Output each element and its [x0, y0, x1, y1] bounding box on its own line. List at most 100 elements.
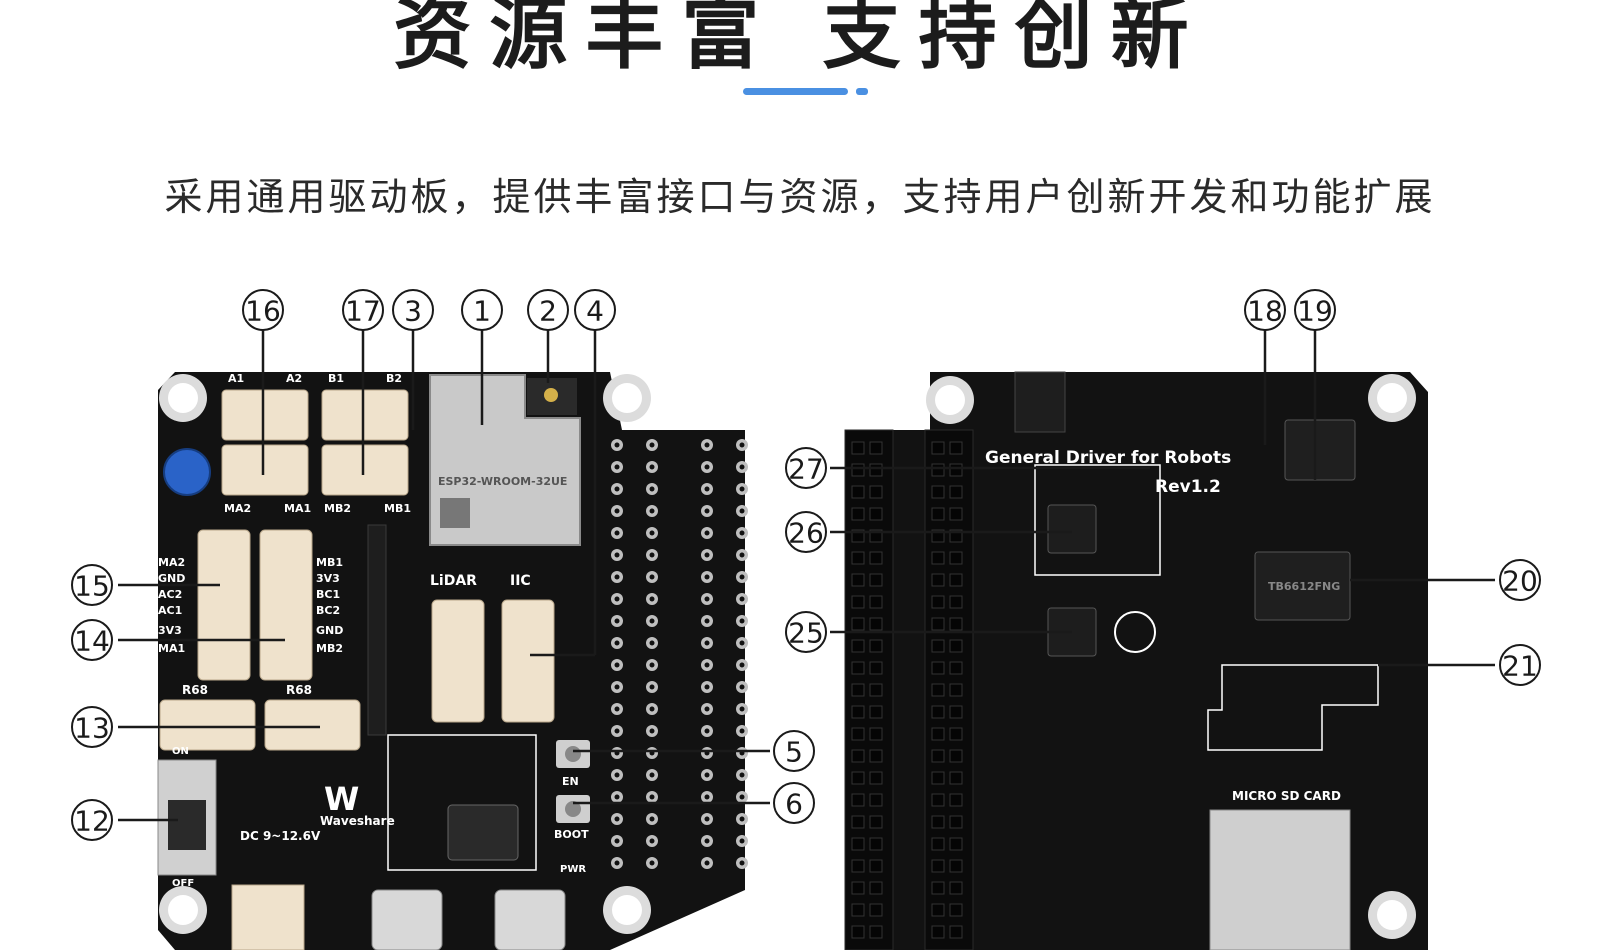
- accent-dot: [856, 88, 868, 95]
- svg-text:2: 2: [539, 295, 557, 328]
- callout-lines: [118, 330, 1495, 822]
- svg-text:BC1: BC1: [316, 588, 340, 601]
- svg-text:3V3: 3V3: [158, 624, 182, 637]
- silk-pwr: PWR: [560, 864, 586, 875]
- svg-text:26: 26: [788, 517, 824, 550]
- silk-b1: B1: [328, 372, 344, 385]
- svg-text:AC2: AC2: [158, 588, 182, 601]
- usb-c-port-2: [494, 889, 566, 950]
- callout-13: 13: [71, 706, 113, 748]
- svg-text:21: 21: [1502, 650, 1538, 683]
- lidar-connector: [431, 599, 485, 723]
- product-photo: A1 A2 B1 B2 MA2 MA1 MB2 MB1 ESP32-WROOM-…: [71, 289, 1541, 950]
- svg-text:6: 6: [785, 788, 803, 821]
- dc-connector: [231, 884, 305, 950]
- svg-text:MA1: MA1: [158, 642, 185, 655]
- svg-text:BC2: BC2: [316, 604, 340, 617]
- silk-iic: IIC: [510, 573, 531, 589]
- svg-text:MB1: MB1: [316, 556, 343, 569]
- silk-dvg-right: R68: [286, 683, 312, 697]
- callout-26: 26: [785, 511, 827, 553]
- callout-16: 16: [242, 289, 284, 331]
- callout-1: 1: [461, 289, 503, 331]
- svg-text:4: 4: [586, 295, 604, 328]
- page-headline: 资源丰富 支持创新: [393, 0, 1207, 80]
- callout-25: 25: [785, 611, 827, 653]
- back-board: General Driver for Robots Rev1.2 TB6612F…: [844, 371, 1428, 950]
- callout-21: 21: [1499, 644, 1541, 686]
- callout-4: 4: [574, 289, 616, 331]
- micro-sd-slot: [1209, 809, 1351, 950]
- svg-text:13: 13: [74, 712, 110, 745]
- callout-19: 19: [1294, 289, 1336, 331]
- imu-chip: [1047, 504, 1097, 554]
- svg-text:AC1: AC1: [158, 604, 182, 617]
- servo-connector-left: [159, 699, 256, 751]
- silk-en: EN: [562, 775, 579, 788]
- silk-a2: A2: [286, 372, 302, 385]
- svg-text:17: 17: [345, 295, 381, 328]
- silk-dc: DC 9~12.6V: [240, 829, 321, 843]
- silk-ma1: MA1: [284, 502, 311, 515]
- svg-text:16: 16: [245, 295, 281, 328]
- svg-text:W: W: [324, 780, 359, 818]
- board-revision: Rev1.2: [1155, 477, 1221, 497]
- silk-mb2: MB2: [324, 502, 351, 515]
- board-title: General Driver for Robots: [985, 448, 1231, 468]
- svg-text:1: 1: [473, 295, 491, 328]
- svg-text:5: 5: [785, 736, 803, 769]
- chip-label: TB6612FNG: [1268, 580, 1340, 593]
- module-label: ESP32-WROOM-32UE: [438, 475, 567, 488]
- silk-lidar: LiDAR: [430, 573, 477, 589]
- silk-on: ON: [172, 746, 189, 757]
- svg-text:25: 25: [788, 617, 824, 650]
- silk-b2: B2: [386, 372, 402, 385]
- silk-mb1: MB1: [384, 502, 411, 515]
- gpio-header: [611, 439, 748, 869]
- svg-text:3: 3: [404, 295, 422, 328]
- usb-c-port-1: [371, 889, 443, 950]
- silk-off: OFF: [172, 878, 194, 889]
- svg-text:12: 12: [74, 805, 110, 838]
- connector-14: [259, 529, 313, 681]
- callout-5: 5: [773, 730, 815, 772]
- front-board: A1 A2 B1 B2 MA2 MA1 MB2 MB1 ESP32-WROOM-…: [157, 372, 748, 950]
- silk-dvg-left: R68: [182, 683, 208, 697]
- iic-connector: [501, 599, 555, 723]
- svg-text:20: 20: [1502, 565, 1538, 598]
- motor-driver-chip: [1254, 551, 1351, 621]
- callouts: 16 17 3 1 2 4 15 14 13 12 5 6 18 19 27 2…: [71, 289, 1541, 841]
- silk-waveshare: Waveshare: [320, 814, 395, 828]
- callout-12: 12: [71, 799, 113, 841]
- silk-boot: BOOT: [554, 828, 589, 841]
- silk-ma2: MA2: [224, 502, 251, 515]
- callout-3: 3: [392, 289, 434, 331]
- svg-text:MB2: MB2: [316, 642, 343, 655]
- svg-text:15: 15: [74, 570, 110, 603]
- esp32-module: ESP32-WROOM-32UE: [429, 374, 581, 546]
- callout-15: 15: [71, 564, 113, 606]
- page-subtitle: 采用通用驱动板，提供丰富接口与资源，支持用户创新开发和功能扩展: [164, 175, 1436, 219]
- svg-text:GND: GND: [316, 624, 343, 637]
- svg-text:GND: GND: [158, 572, 185, 585]
- callout-17: 17: [342, 289, 384, 331]
- sd-label: MICRO SD CARD: [1232, 789, 1341, 803]
- callout-20: 20: [1499, 559, 1541, 601]
- svg-text:18: 18: [1247, 295, 1283, 328]
- right-pin-labels: MB1 3V3 BC1 BC2 GND MB2: [316, 556, 343, 655]
- inductor: [447, 804, 519, 861]
- servo-connector-right: [264, 699, 361, 751]
- callout-6: 6: [773, 782, 815, 824]
- motor-connectors: A1 A2 B1 B2 MA2 MA1 MB2 MB1: [221, 372, 411, 515]
- connector-15: [197, 529, 251, 681]
- svg-text:3V3: 3V3: [316, 572, 340, 585]
- svg-text:MA2: MA2: [158, 556, 185, 569]
- pin-header-strip: [367, 524, 387, 736]
- callout-2: 2: [527, 289, 569, 331]
- svg-text:27: 27: [788, 453, 824, 486]
- callout-14: 14: [71, 619, 113, 661]
- svg-text:14: 14: [74, 625, 110, 658]
- silk-a1: A1: [228, 372, 244, 385]
- capacitor: [163, 448, 211, 496]
- svg-text:19: 19: [1297, 295, 1333, 328]
